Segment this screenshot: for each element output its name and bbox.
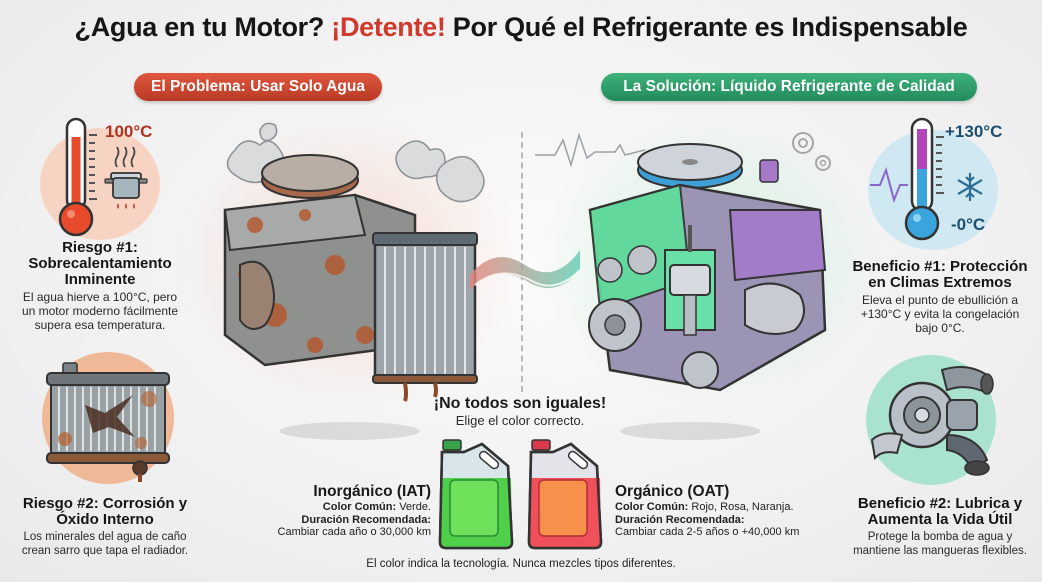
rusty-radiator-icon bbox=[46, 362, 170, 482]
benefit-1-description: Eleva el punto de ebullición a +130°C y … bbox=[860, 293, 1020, 335]
risk-1-temp-label: 100°C bbox=[105, 122, 153, 141]
thermometer-boiling-pot-icon bbox=[58, 117, 148, 237]
oat-title: Orgánico (OAT) bbox=[615, 483, 730, 500]
heartbeat-line-icon bbox=[535, 132, 645, 168]
iat-info: Inorgánico (IAT) Color Común: Verde. Dur… bbox=[240, 483, 431, 539]
benefit-2-title: Beneficio #2: Lubrica y Aumenta la Vida … bbox=[857, 495, 1023, 528]
red-coolant-jug-icon bbox=[527, 439, 603, 550]
risk-2-description: Los minerales del agua de caño crean sar… bbox=[21, 531, 189, 557]
title-part-2: ¡Detente! bbox=[331, 12, 446, 42]
risk-1-description: El agua hierve a 100°C, pero un motor mo… bbox=[21, 290, 179, 332]
problem-badge: El Problema: Usar Solo Agua bbox=[134, 73, 382, 101]
thermometer-snowflake-icon bbox=[870, 117, 983, 241]
benefit-1-card: Beneficio #1: Protección en Climas Extre… bbox=[838, 258, 1042, 336]
rusty-overheating-engine-illustration bbox=[223, 122, 485, 402]
green-coolant-jug-icon bbox=[438, 439, 514, 550]
oat-info: Orgánico (OAT) Color Común: Rojo, Rosa, … bbox=[615, 483, 845, 539]
benefit-1-title: Beneficio #1: Protección en Climas Extre… bbox=[852, 258, 1028, 291]
section-divider bbox=[521, 132, 523, 392]
risk-2-title: Riesgo #2: Corrosión y Óxido Interno bbox=[22, 495, 188, 528]
clean-engine-with-coolant-illustration bbox=[588, 143, 827, 392]
iat-duration-value: Cambiar cada año o 30,000 km bbox=[277, 526, 431, 538]
footnote: El color indica la tecnología. Nunca mez… bbox=[366, 558, 676, 570]
risk-1-title: Riesgo #1: Sobrecalentamiento Inminente bbox=[28, 239, 172, 288]
iat-duration-label: Duración Recomendada: bbox=[301, 513, 431, 526]
water-pump-icon bbox=[870, 365, 994, 476]
title-part-3: Por Qué el Refrigerante es Indispensable bbox=[452, 12, 968, 42]
benefit-1-temp-high: +130°C bbox=[945, 122, 1003, 141]
benefit-2-card: Beneficio #2: Lubrica y Aumenta la Vida … bbox=[838, 496, 1042, 558]
right-engine-shadow bbox=[620, 422, 760, 440]
iat-title: Inorgánico (IAT) bbox=[313, 483, 431, 500]
risk-1-card: Riesgo #1: Sobrecalentamiento Inminente … bbox=[0, 239, 200, 333]
coolant-comparison-heading: ¡No todos son iguales! bbox=[433, 395, 607, 412]
solution-badge: La Solución: Líquido Refrigerante de Cal… bbox=[601, 73, 977, 101]
iat-color: Color Común: Verde. bbox=[322, 501, 431, 513]
coolant-flow-wave bbox=[470, 250, 580, 290]
benefit-1-temp-low: -0°C bbox=[951, 215, 986, 234]
left-engine-shadow bbox=[280, 422, 420, 440]
oat-duration-label: Duración Recomendada: bbox=[615, 513, 745, 526]
oat-duration-value: Cambiar cada 2-5 años o +40,000 km bbox=[615, 526, 800, 538]
title-part-1: ¿Agua en tu Motor? bbox=[74, 12, 325, 42]
risk-2-card: Riesgo #2: Corrosión y Óxido Interno Los… bbox=[0, 496, 210, 558]
coolant-comparison-subheading: Elige el color correcto. bbox=[455, 413, 585, 428]
page-title: ¿Agua en tu Motor? ¡Detente! Por Qué el … bbox=[0, 12, 1042, 43]
benefit-2-description: Protege la bomba de agua y mantiene las … bbox=[853, 531, 1027, 557]
oat-color: Color Común: Rojo, Rosa, Naranja. bbox=[615, 501, 794, 513]
gears-icon bbox=[792, 132, 831, 171]
